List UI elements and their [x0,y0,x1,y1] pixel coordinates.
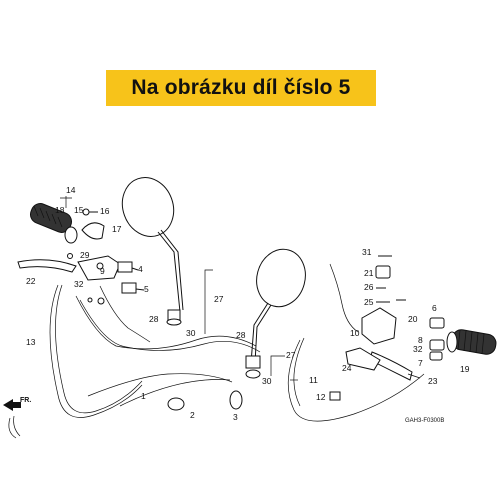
switch-parts [117,261,145,294]
label-27: 27 [214,294,224,304]
label-32: 32 [74,279,84,289]
bolt-16 [82,208,98,216]
label-5: 5 [144,284,149,294]
label-21: 21 [364,268,374,278]
label-29: 29 [80,250,90,260]
label-4: 4 [138,264,143,274]
label-9: 9 [100,266,105,276]
label-32b: 32 [413,344,423,354]
label-15: 15 [74,205,84,215]
label-30b: 30 [262,376,272,386]
label-1: 1 [141,391,146,401]
label-20: 20 [408,314,418,324]
direction-label: FR. [20,397,31,404]
label-8: 8 [418,335,423,345]
label-11: 11 [309,375,318,385]
left-grip [29,203,78,244]
label-13: 13 [26,337,36,347]
label-3: 3 [233,412,238,422]
label-18: 18 [55,205,65,215]
right-grip [446,329,497,355]
label-25: 25 [364,297,374,307]
right-lever [345,347,413,381]
label-26: 26 [364,282,374,292]
right-mirror [245,248,306,379]
label-2: 2 [190,410,195,420]
label-7: 7 [418,358,423,368]
label-31: 31 [362,247,372,257]
part-labels: 14 18 15 17 29 16 4 22 5 9 32 13 28 30 2… [26,185,470,422]
label-28: 28 [149,314,159,324]
label-30: 30 [186,328,196,338]
diagram-code: GAH3-F0300B [405,418,444,424]
label-23: 23 [428,376,438,386]
label-28b: 28 [236,330,246,340]
label-6: 6 [432,303,437,313]
left-lever [17,253,121,281]
part-number-banner: Na obrázku díl číslo 5 [106,70,376,106]
left-switch-housing [81,222,105,240]
label-27b: 27 [286,350,296,360]
label-10: 10 [350,328,360,338]
right-switch-housing [361,265,397,345]
label-16: 16 [100,206,110,216]
label-14: 14 [66,185,76,195]
label-12: 12 [316,392,326,402]
label-19: 19 [460,364,470,374]
label-24: 24 [342,363,352,373]
left-mirror [121,177,184,326]
label-17: 17 [112,224,122,234]
label-22: 22 [26,276,36,286]
banner-text: Na obrázku díl číslo 5 [131,76,351,99]
front-direction-arrow: FR. [3,397,31,411]
